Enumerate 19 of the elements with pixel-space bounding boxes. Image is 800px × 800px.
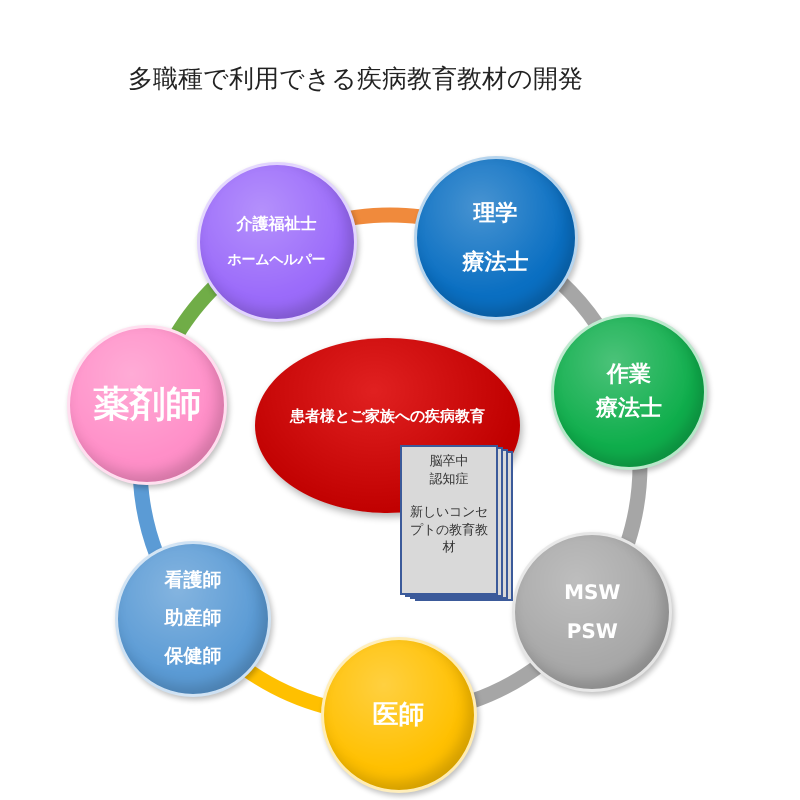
role-label: MSW (564, 580, 620, 605)
role-label: 薬剤師 (93, 383, 202, 428)
document-text: 脳卒中 (428, 453, 470, 471)
document-text: 認知症 (428, 470, 470, 488)
role-label: 看護師 (164, 569, 222, 594)
role-label: ホームヘルパー (228, 252, 326, 270)
role-label: 助産師 (164, 607, 222, 631)
ellipse-label: 患者様とご家族への疾病教育 (290, 407, 485, 426)
role-label: 介護福祉士 (236, 214, 316, 234)
role-label: 保健師 (164, 644, 222, 669)
role-label: 療法士 (596, 394, 662, 422)
title: 多職種で利用できる疾病教育教材の開発 (128, 63, 583, 95)
role-label: 医師 (372, 698, 425, 732)
role-label: 理学 (474, 200, 518, 228)
role-label: 作業 (607, 361, 652, 389)
document-text: 新しいコンセプトの教育教材 (409, 504, 489, 557)
role-label: 療法士 (462, 249, 529, 277)
role-label: PSW (566, 618, 618, 644)
document-stack (400, 445, 516, 601)
